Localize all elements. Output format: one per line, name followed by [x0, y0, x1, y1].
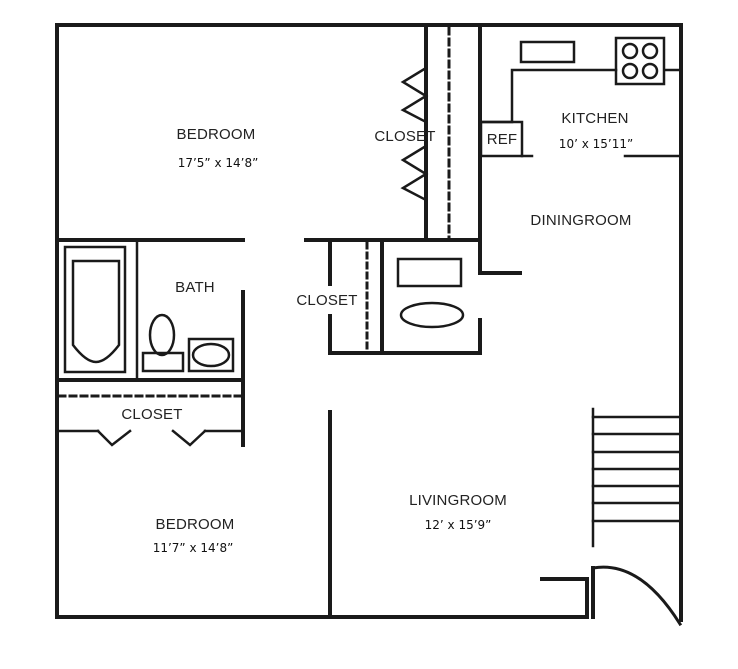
room-label-livingroom: LIVINGROOM [409, 492, 507, 509]
closet-1-walls [400, 23, 451, 242]
bath-fixtures [63, 240, 235, 380]
bath-walls [55, 290, 245, 447]
room-label-bedroom-1: BEDROOM [176, 126, 256, 143]
room-dimensions-kitchen: 10’ x 15’11” [558, 137, 634, 151]
utility-fixtures [365, 241, 465, 353]
kitchen-walls [478, 23, 522, 275]
closet-3-walls [57, 394, 243, 447]
room-label-closet-2: CLOSET [296, 292, 358, 309]
room-label-bath: BATH [175, 279, 215, 296]
room-label-bedroom-2: BEDROOM [155, 516, 235, 533]
entry-door [540, 565, 683, 627]
outer-walls [55, 23, 683, 622]
room-dimensions-bedroom-1: 17’5” x 14’8” [177, 156, 259, 170]
room-dimensions-livingroom: 12’ x 15’9” [424, 518, 492, 532]
room-label-closet-3: CLOSET [121, 406, 183, 423]
fixture-label-ref: REF [486, 131, 518, 148]
room-label-kitchen: KITCHEN [561, 110, 629, 127]
stairs [591, 407, 681, 548]
room-label-closet-1: CLOSET [374, 128, 436, 145]
room-label-diningroom: DININGROOM [530, 212, 632, 229]
room-dimensions-bedroom-2: 11’7” x 14’8” [152, 541, 234, 555]
kitchen-fixtures [479, 36, 681, 158]
closet-2-walls [328, 238, 482, 355]
